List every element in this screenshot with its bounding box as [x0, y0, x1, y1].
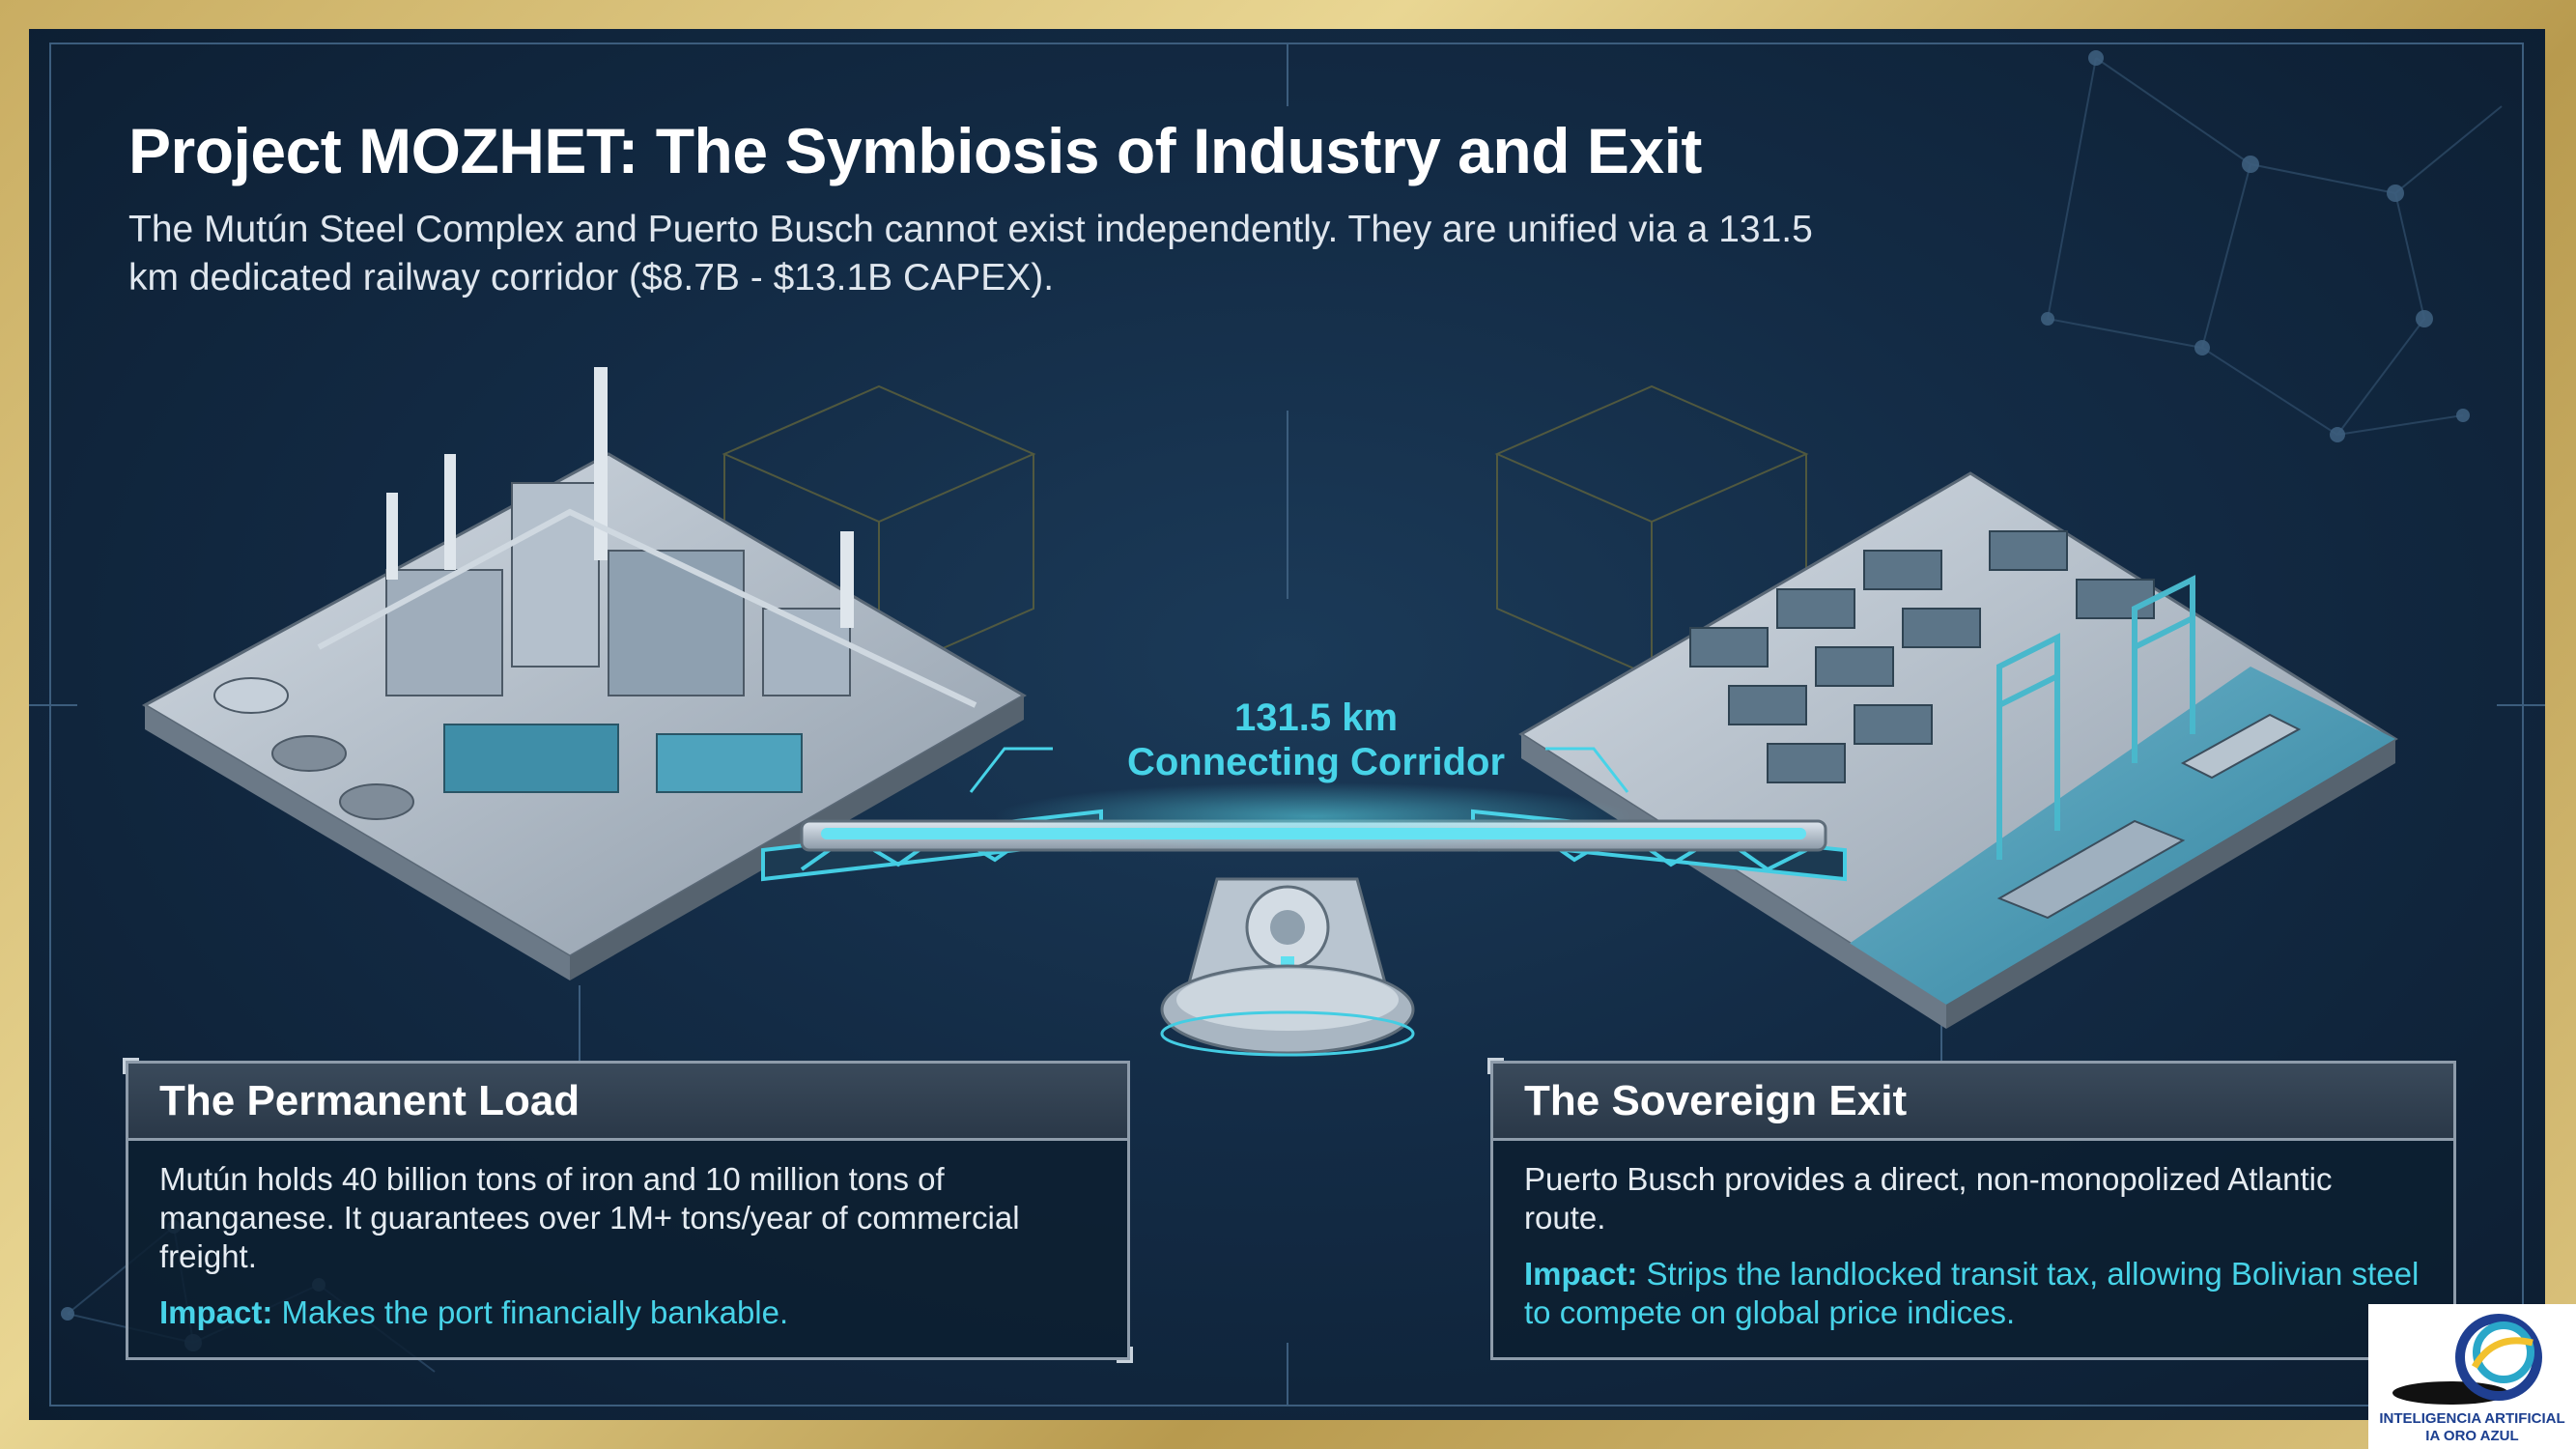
blueprint-lines: [29, 43, 2545, 1406]
page-subtitle: The Mutún Steel Complex and Puerto Busch…: [128, 209, 1813, 298]
impact-text: Makes the port financially bankable.: [281, 1294, 789, 1330]
infographic-panel: Project MOZHET: The Symbiosis of Industr…: [29, 29, 2545, 1420]
permanent-load-card: The Permanent Load Mutún holds 40 billio…: [123, 1058, 1133, 1363]
sovereign-exit-card: The Sovereign Exit Puerto Busch provides…: [1487, 1058, 2459, 1363]
logo-text-line-2: IA ORO AZUL: [2425, 1428, 2519, 1444]
brand-logo: INTELIGENCIA ARTIFICIAL IA ORO AZUL: [2368, 1304, 2576, 1449]
permanent-load-heading: The Permanent Load: [128, 1064, 1127, 1141]
impact-label: Impact:: [159, 1294, 273, 1330]
page-title: Project MOZHET: The Symbiosis of Industr…: [128, 115, 1702, 186]
steel-complex-illustration: [141, 367, 1027, 980]
impact-label: Impact:: [1524, 1256, 1638, 1292]
logo-emblem-icon: [2392, 1314, 2542, 1405]
corridor-label: 131.5 km Connecting Corridor: [1043, 696, 1589, 784]
logo-text-line-1: INTELIGENCIA ARTIFICIAL: [2379, 1410, 2565, 1427]
corridor-caption: Connecting Corridor: [1126, 741, 1506, 783]
sovereign-exit-heading: The Sovereign Exit: [1493, 1064, 2453, 1141]
sovereign-exit-text: Puerto Busch provides a direct, non-mono…: [1524, 1161, 2333, 1236]
impact-text: Strips the landlocked transit tax, allow…: [1524, 1256, 2420, 1330]
balance-scale-illustration: [761, 782, 1847, 1057]
corridor-distance: 131.5 km: [1233, 696, 1399, 739]
illustration-svg: [29, 43, 2545, 1406]
corridor-callout-lines: [969, 747, 1629, 793]
permanent-load-text: Mutún holds 40 billion tons of iron and …: [159, 1161, 1020, 1274]
